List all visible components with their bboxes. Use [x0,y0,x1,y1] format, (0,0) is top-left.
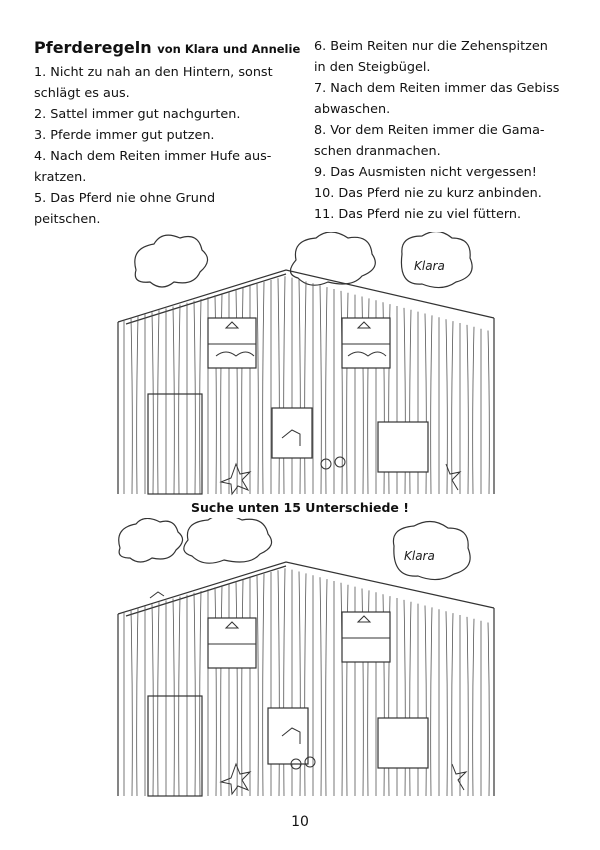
rule-line: in den Steigbügel. [314,60,431,75]
plank-line [193,592,196,797]
plank-line [346,584,349,797]
rule-line: abwaschen. [314,102,391,117]
plank-line [241,287,244,495]
plank-line [487,622,490,797]
rule-line: schlägt es aus. [34,86,130,101]
rule-line: 4. Nach dem Reiten immer Hufe aus- [34,149,272,164]
plank-line [262,281,265,495]
plank-line [472,618,475,797]
page-title: Pferderegeln von Klara und Annelie [34,38,300,57]
rules-list-left: 1. Nicht zu nah an den Hintern, sonst sc… [34,62,296,230]
plank-line [130,609,133,797]
rule-line: schen dranmachen. [314,144,441,159]
plank-line [283,276,286,495]
cloud-middle [289,232,376,286]
plank-line [346,292,349,495]
plank-line [136,315,139,495]
plank-line [262,573,265,797]
window-left [207,317,257,369]
plank-line [466,616,469,797]
plank-line [178,304,181,495]
plank-line [151,604,154,797]
plank-line [199,590,202,797]
plank-line [340,290,343,495]
plank-line [220,585,223,797]
plank-line [472,326,475,495]
plank-line [445,319,448,495]
title-main: Pferderegeln [34,38,152,57]
plank-line [256,575,259,797]
plank-line [199,298,202,495]
plank-line [172,598,175,797]
plank-line [157,602,160,797]
title-authors: von Klara und Annelie [157,42,301,56]
plank-line [325,287,328,495]
rule-line: 6. Beim Reiten nur die Zehenspitzen [314,39,548,54]
plank-line [172,306,175,495]
plank-line [451,321,454,495]
plank-line [466,324,469,495]
plank-line [430,315,433,495]
plank-line [235,289,238,495]
plank-line [298,279,301,495]
stable-drawing-top: Klara [96,232,516,500]
door-left [147,393,203,495]
rule-line: 9. Das Ausmisten nicht vergessen! [314,165,537,180]
rule-line: 5. Das Pferd nie ohne Grund [34,191,216,206]
plank-line [403,599,406,797]
hint-text: Suche unten 15 Unterschiede ! [191,500,409,515]
plank-line [235,581,238,797]
plank-line [304,281,307,495]
stable-drawing-bottom: Klara [96,518,516,800]
plank-line [193,300,196,495]
cloud-label: Klara [404,549,435,563]
plank-line [214,587,217,797]
plank-line [157,310,160,495]
rule-line: 8. Vor dem Reiten immer die Gama- [314,123,545,138]
plank-line [430,607,433,797]
cloud-klara [400,232,473,289]
rule-line: 7. Nach dem Reiten immer das Gebiss [314,81,560,96]
rule-line: 11. Das Pferd nie zu viel füttern. [314,207,522,222]
window-right [341,317,391,369]
plank-line [241,579,244,797]
plank-line [409,601,412,797]
plank-line [283,568,286,797]
plank-line [298,571,301,797]
rule-line: 10. Das Pferd nie zu kurz anbinden. [314,186,542,201]
page-number: 10 [291,814,309,830]
rule-line: peitschen. [34,212,101,227]
rule-line: 1. Nicht zu nah an den Hintern, sonst [34,65,273,80]
rule-line: kratzen. [34,170,87,185]
plank-line [136,607,139,797]
roof-line [117,269,495,323]
plank-line [256,283,259,495]
plank-line [277,278,280,495]
stall-window-right [377,421,429,473]
rules-list-right: 6. Beim Reiten nur die Zehenspitzen in d… [314,36,574,225]
plank-line [151,312,154,495]
plank-line [319,577,322,797]
plank-line [340,582,343,797]
plank-line [325,579,328,797]
plank-line [451,613,454,797]
stall-window-middle [271,407,313,459]
plank-line [130,317,133,495]
plank-line [424,605,427,797]
plank-line [445,611,448,797]
cloud-left [134,234,209,288]
plank-line [487,330,490,495]
rule-line: 3. Pferde immer gut putzen. [34,128,215,143]
cloud-label: Klara [414,259,445,273]
plank-line [319,285,322,495]
plank-line [304,573,307,797]
rule-line: 2. Sattel immer gut nachgurten. [34,107,241,122]
plank-line [277,570,280,797]
